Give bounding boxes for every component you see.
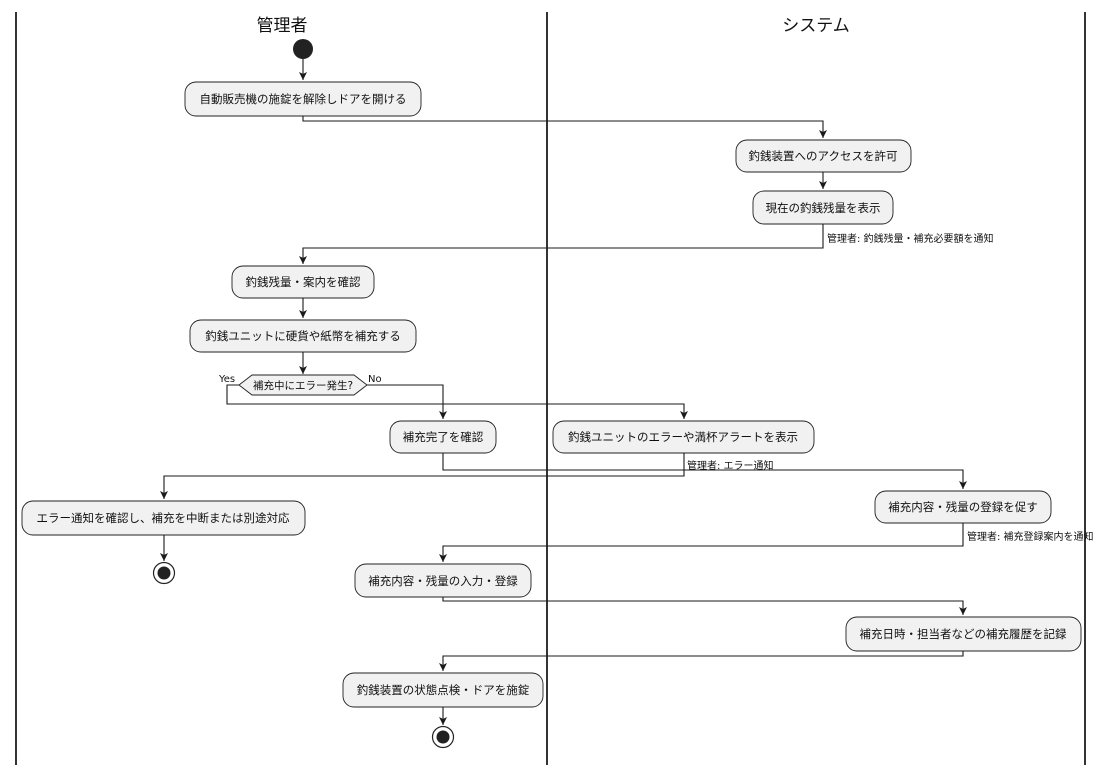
svg-text:釣銭装置へのアクセスを許可: 釣銭装置へのアクセスを許可 <box>749 149 898 163</box>
svg-text:補充日時・担当者などの補充履歴を記録: 補充日時・担当者などの補充履歴を記録 <box>860 627 1067 641</box>
svg-text:エラー通知を確認し、補充を中断または別途対応: エラー通知を確認し、補充を中断または別途対応 <box>37 511 290 525</box>
start-node <box>293 39 313 59</box>
svg-text:補充内容・残量の入力・登録: 補充内容・残量の入力・登録 <box>368 574 518 588</box>
action-error-handling: エラー通知を確認し、補充を中断または別途対応 <box>21 500 306 536</box>
svg-text:釣銭残量・案内を確認: 釣銭残量・案内を確認 <box>246 275 361 289</box>
svg-text:補充内容・残量の登録を促す: 補充内容・残量の登録を促す <box>888 500 1038 514</box>
svg-text:自動販売機の施錠を解除しドアを開ける: 自動販売機の施錠を解除しドアを開ける <box>200 92 407 106</box>
action-inspect-lock: 釣銭装置の状態点検・ドアを施錠 <box>342 672 544 708</box>
action-confirm-complete: 補充完了を確認 <box>389 420 497 454</box>
action-allow-access: 釣銭装置へのアクセスを許可 <box>735 139 912 173</box>
svg-text:釣銭ユニットのエラーや満杯アラートを表示: 釣銭ユニットのエラーや満杯アラートを表示 <box>568 430 798 444</box>
edge-label-notify-register: 管理者: 補充登録案内を通知 <box>967 530 1094 543</box>
branch-label-yes: Yes <box>218 374 235 385</box>
action-input-register: 補充内容・残量の入力・登録 <box>354 563 532 598</box>
branch-label-no: No <box>368 374 382 385</box>
action-refill-units: 釣銭ユニットに硬貨や紙幣を補充する <box>189 319 417 353</box>
action-unlock-door: 自動販売機の施錠を解除しドアを開ける <box>184 81 422 117</box>
edge-label-notify-error: 管理者: エラー通知 <box>687 459 774 472</box>
lane-title-system: システム <box>782 16 850 36</box>
end-node-error <box>152 561 176 585</box>
lane-title-admin: 管理者 <box>257 16 308 36</box>
edge-label-notify-remaining: 管理者: 釣銭残量・補充必要額を通知 <box>827 232 994 245</box>
action-prompt-register: 補充内容・残量の登録を促す <box>874 490 1052 524</box>
svg-text:現在の釣銭残量を表示: 現在の釣銭残量を表示 <box>766 201 881 215</box>
svg-text:釣銭装置の状態点検・ドアを施錠: 釣銭装置の状態点検・ドアを施錠 <box>357 683 530 697</box>
decision-error-during-refill: 補充中にエラー発生? <box>238 374 368 396</box>
svg-text:釣銭ユニットに硬貨や紙幣を補充する: 釣銭ユニットに硬貨や紙幣を補充する <box>205 329 401 343</box>
action-record-history: 補充日時・担当者などの補充履歴を記録 <box>845 616 1082 652</box>
svg-text:補充中にエラー発生?: 補充中にエラー発生? <box>253 379 353 392</box>
action-check-remaining: 釣銭残量・案内を確認 <box>231 265 375 299</box>
action-show-remaining: 現在の釣銭残量を表示 <box>752 190 894 225</box>
action-show-alert: 釣銭ユニットのエラーや満杯アラートを表示 <box>552 420 815 454</box>
end-node-final <box>431 725 455 749</box>
svg-text:補充完了を確認: 補充完了を確認 <box>403 430 484 444</box>
